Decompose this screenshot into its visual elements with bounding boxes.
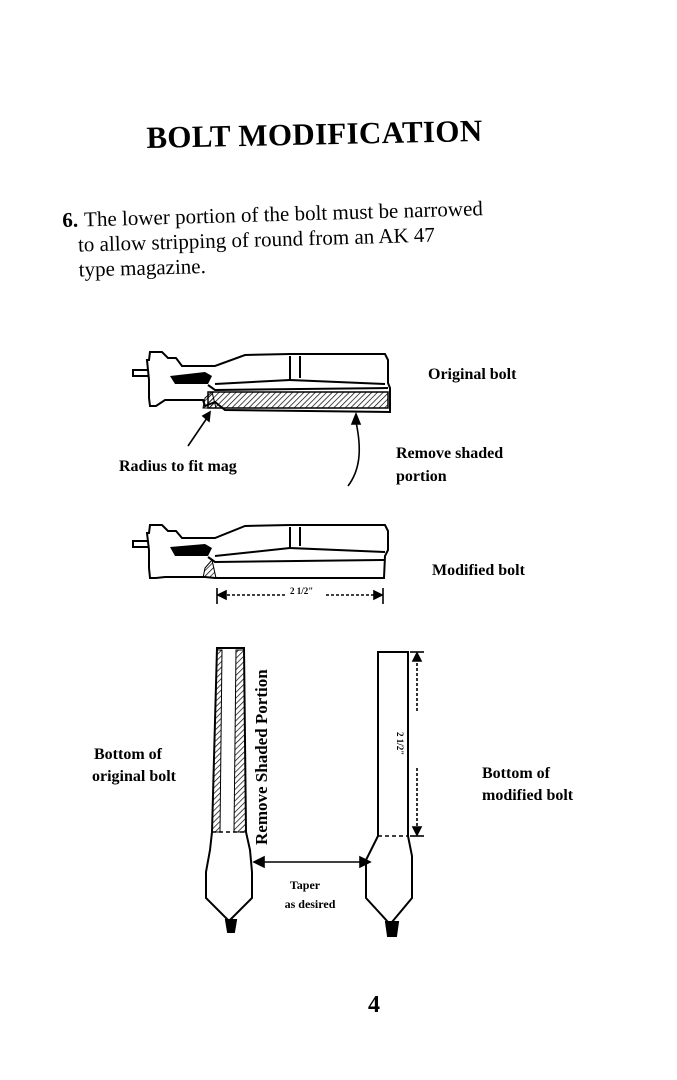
bottom-modified-label-line2: modified bolt bbox=[482, 787, 574, 804]
taper-label-line1: Taper bbox=[289, 878, 321, 892]
original-bolt-side-view bbox=[132, 351, 391, 414]
bottom-original-label-line2: original bolt bbox=[92, 768, 177, 785]
taper-label-line2: as desired bbox=[284, 897, 336, 911]
radius-label: Radius to fit mag bbox=[119, 458, 237, 475]
length-dimension-label: 2 1/2" bbox=[290, 586, 314, 596]
remove-shaded-arrow bbox=[347, 411, 362, 487]
bottom-modified-label-line1: Bottom of bbox=[482, 765, 550, 782]
remove-shaded-label-line1: Remove shaded bbox=[396, 445, 504, 462]
radius-arrow bbox=[187, 410, 211, 447]
height-dimension-label: 2 1/2" bbox=[395, 732, 405, 756]
modified-bolt-bottom-view bbox=[365, 651, 413, 937]
height-dimension bbox=[410, 651, 424, 837]
modified-bolt-label: Modified bolt bbox=[432, 562, 525, 579]
bottom-original-label-line1: Bottom of bbox=[94, 746, 162, 763]
page-number: 4 bbox=[368, 992, 380, 1018]
length-dimension bbox=[216, 588, 384, 604]
original-bolt-label: Original bolt bbox=[428, 366, 517, 383]
remove-shaded-portion-vertical: Remove Shaded Portion bbox=[252, 669, 271, 845]
remove-shaded-label-line2: portion bbox=[396, 468, 447, 485]
modified-bolt-side-view bbox=[132, 524, 389, 579]
original-bolt-bottom-view bbox=[205, 647, 253, 933]
taper-arrow bbox=[252, 855, 372, 869]
